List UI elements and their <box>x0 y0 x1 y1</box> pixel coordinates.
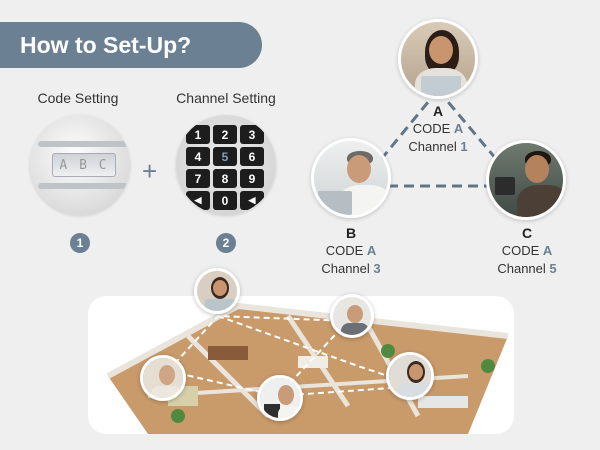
desk <box>418 396 468 408</box>
volume-down-icon: ◀ <box>186 191 210 210</box>
keypad-key-highlighted: 5 <box>213 147 237 166</box>
node-c-letter: C <box>521 225 533 241</box>
node-c-label: C CODE A Channel 5 <box>482 224 572 278</box>
plus-icon: + <box>142 156 158 186</box>
person-a-avatar <box>398 19 478 99</box>
office-link <box>167 314 349 372</box>
step-1-badge: 1 <box>70 233 90 253</box>
node-a-channel-value: 1 <box>460 139 468 154</box>
keypad-key: 4 <box>186 147 210 166</box>
desk <box>208 346 248 360</box>
step-2-label: Channel Setting <box>176 90 276 106</box>
node-b-letter: B <box>345 225 357 241</box>
plant <box>381 344 395 358</box>
keypad-grid: 1 2 3 4 5 6 7 8 9 ◀ 0 ◀ <box>186 125 266 210</box>
node-b-code-label: CODE <box>325 243 364 258</box>
keypad-key: 0 <box>213 191 237 210</box>
code-switch-window: A B C <box>52 153 116 177</box>
desk <box>298 356 328 368</box>
keypad-key: 9 <box>240 169 264 188</box>
office-pin-person <box>194 268 240 314</box>
office-pin-person <box>330 294 374 338</box>
device-rail <box>38 141 128 147</box>
office-pin-person <box>140 355 186 401</box>
node-c-channel-label: Channel <box>497 261 546 276</box>
keypad-key: 3 <box>240 125 264 144</box>
node-c-channel-value: 5 <box>549 261 557 276</box>
node-a-channel-label: Channel <box>408 139 457 154</box>
node-b-channel-value: 3 <box>373 261 381 276</box>
person-c-avatar <box>486 140 566 220</box>
code-setting-device-image: A B C <box>30 115 130 215</box>
office-pin-person <box>386 352 434 400</box>
office-floorplan-card <box>88 296 514 434</box>
node-a-letter: A <box>432 103 444 119</box>
node-c-code-label: CODE <box>501 243 540 258</box>
keypad-key: 7 <box>186 169 210 188</box>
step-2-badge: 2 <box>216 233 236 253</box>
page-title: How to Set-Up? <box>0 22 262 68</box>
keypad-key: 8 <box>213 169 237 188</box>
step-1-label: Code Setting <box>37 90 119 106</box>
node-a-code-value: A <box>453 121 464 136</box>
node-b-channel-label: Channel <box>321 261 370 276</box>
volume-up-icon: ◀ <box>240 191 264 210</box>
node-c-code-value: A <box>542 243 553 258</box>
node-a-label: A CODE A Channel 1 <box>398 102 478 156</box>
keypad-key: 1 <box>186 125 210 144</box>
plant <box>481 359 495 373</box>
outer-wall <box>106 302 509 379</box>
inner-wall <box>186 334 270 418</box>
node-a-code-label: CODE <box>412 121 451 136</box>
channel-keypad-image: 1 2 3 4 5 6 7 8 9 ◀ 0 ◀ <box>176 115 276 215</box>
node-b-code-value: A <box>366 243 377 258</box>
office-pin-person <box>257 375 303 421</box>
keypad-key: 2 <box>213 125 237 144</box>
keypad-key: 6 <box>240 147 264 166</box>
person-b-avatar <box>311 138 391 218</box>
plant <box>171 409 185 423</box>
device-rail <box>38 183 128 189</box>
node-b-label: B CODE A Channel 3 <box>306 224 396 278</box>
